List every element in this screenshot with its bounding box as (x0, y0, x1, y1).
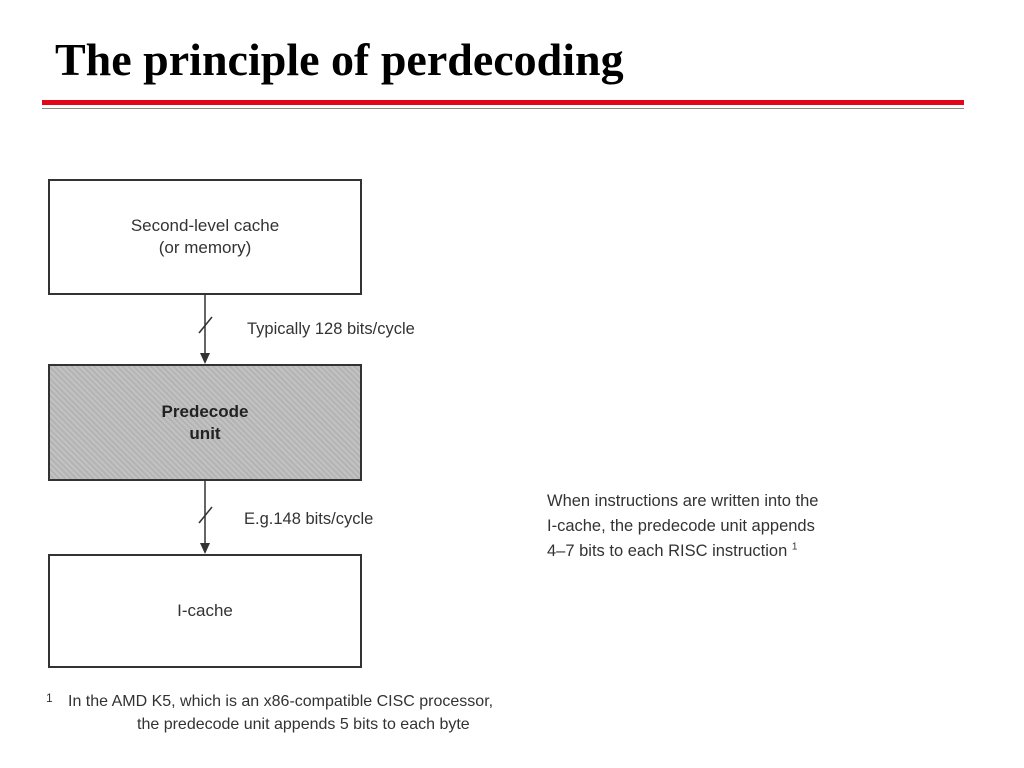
icache-label: I-cache (177, 601, 233, 620)
footnote-reference: 1 (791, 541, 798, 553)
title-underline-gray (42, 108, 964, 109)
footnote: 1 In the AMD K5, which is an x86-compatib… (46, 690, 493, 736)
bus-width-slash (198, 316, 213, 334)
note-line: 4–7 bits to each RISC instruction 1 (547, 539, 818, 564)
predecode-to-icache-arrow (198, 481, 213, 554)
cache-to-predecode-bandwidth: Typically 128 bits/cycle (247, 320, 415, 338)
note-line: I-cache, the predecode unit appends (547, 517, 815, 535)
predecode-to-icache-bandwidth: E.g.148 bits/cycle (244, 510, 374, 528)
footnote-text: In the AMD K5, which is an x86-compatibl… (68, 693, 494, 710)
second-level-cache-label: Second-level cache (or memory) (130, 216, 280, 257)
second-level-cache-box: Second-level cache (or memory) (48, 179, 362, 295)
predecode-note: When instructions are written into the I… (547, 489, 818, 564)
cache-to-predecode-arrow (198, 295, 213, 364)
footnote-line: 1 In the AMD K5, which is an x86-compatib… (46, 691, 494, 710)
arrow-head (200, 543, 210, 554)
note-line-text: 4–7 bits to each RISC instruction (547, 542, 788, 560)
arrow-head (200, 353, 210, 364)
icache-box: I-cache (48, 554, 362, 668)
title-underline-red (42, 100, 964, 105)
predecode-unit-label: Predecode unit (161, 401, 249, 443)
slide-title: The principle of perdecoding (55, 34, 624, 85)
footnote-marker: 1 (46, 691, 53, 705)
predecode-unit-box: Predecode unit (48, 364, 362, 481)
bus-width-slash (198, 506, 213, 524)
note-line: When instructions are written into the (547, 492, 819, 510)
footnote-line: the predecode unit appends 5 bits to eac… (137, 716, 470, 733)
